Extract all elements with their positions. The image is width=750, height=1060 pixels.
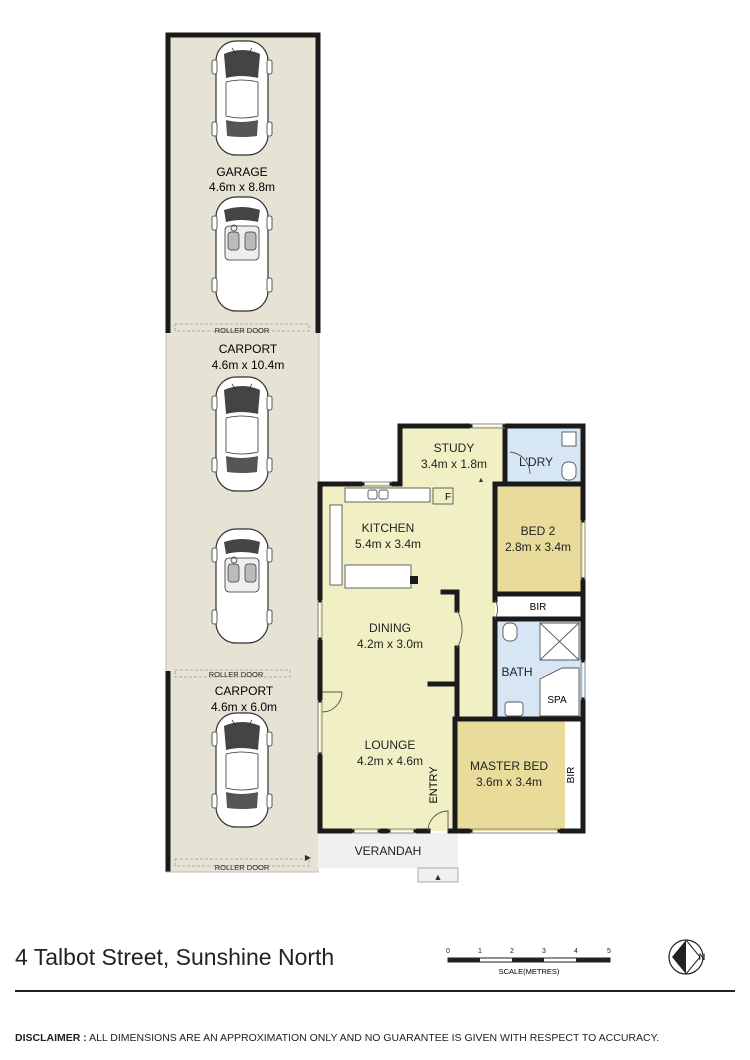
convertible-car-icon	[211, 196, 273, 312]
bath-name: BATH	[501, 665, 532, 679]
master-bir	[565, 719, 583, 831]
carport-1-name: CARPORT	[219, 342, 278, 356]
bed-2-bir	[495, 594, 583, 619]
roller-door-label-2: ROLLER DOOR	[209, 670, 264, 679]
kitchen-dims: 5.4m x 3.4m	[355, 537, 421, 551]
entry-label: ENTRY	[428, 766, 440, 804]
car-icon	[211, 376, 273, 492]
svg-text:▲: ▲	[434, 872, 443, 882]
lounge-name: LOUNGE	[365, 738, 416, 752]
master-bed-area	[455, 719, 565, 831]
garage-dims: 4.6m x 8.8m	[209, 180, 275, 194]
scale-tick-3: 3	[542, 948, 546, 955]
disclaimer-text: ALL DIMENSIONS ARE AN APPROXIMATION ONLY…	[86, 1032, 660, 1044]
study-name: STUDY	[434, 441, 475, 455]
verandah-name: VERANDAH	[355, 844, 422, 858]
scale-tick-2: 2	[510, 948, 514, 955]
bed-2-bir-label: BIR	[530, 602, 547, 613]
master-bed-dims: 3.6m x 3.4m	[476, 775, 542, 789]
scale-tick-0: 0	[446, 948, 450, 955]
roller-door-label-3: ROLLER DOOR	[215, 863, 270, 872]
study-dims: 3.4m x 1.8m	[421, 457, 487, 471]
scale-tick-4: 4	[574, 948, 578, 955]
master-bir-label: BIR	[566, 767, 577, 784]
dining-name: DINING	[369, 621, 411, 635]
kitchen-name: KITCHEN	[362, 521, 415, 535]
disclaimer-label: DISCLAIMER :	[15, 1032, 87, 1044]
dining-dims: 4.2m x 3.0m	[357, 637, 423, 651]
carport-2-dims: 4.6m x 6.0m	[211, 700, 277, 714]
property-address: 4 Talbot Street, Sunshine North	[15, 944, 335, 970]
scale-caption: SCALE(METRES)	[499, 967, 560, 976]
car-icon	[211, 712, 273, 828]
divider	[15, 990, 735, 992]
carport-2-name: CARPORT	[215, 684, 274, 698]
scale-tick-5: 5	[607, 948, 611, 955]
lounge-dims: 4.2m x 4.6m	[357, 754, 423, 768]
laundry-name: L'DRY	[519, 455, 553, 469]
bed-2-area	[495, 484, 583, 594]
spa-name: SPA	[547, 695, 567, 706]
convertible-car-icon	[211, 528, 273, 644]
fridge-label: F	[445, 492, 451, 503]
garage-name: GARAGE	[216, 165, 267, 179]
north-arrow-icon: N	[668, 939, 706, 975]
disclaimer: DISCLAIMER : ALL DIMENSIONS ARE AN APPRO…	[15, 1032, 659, 1044]
bed-2-name: BED 2	[521, 524, 556, 538]
bed-2-dims: 2.8m x 3.4m	[505, 540, 571, 554]
verandah-area	[318, 833, 458, 868]
scale-bar: 0 1 2 3 4 5 SCALE(METRES)	[446, 948, 611, 976]
carport-1-dims: 4.6m x 10.4m	[212, 358, 285, 372]
north-label: N	[699, 952, 706, 962]
svg-text:▲: ▲	[478, 477, 485, 484]
roller-door-label-1: ROLLER DOOR	[215, 326, 270, 335]
study-area	[400, 426, 505, 484]
master-bed-name: MASTER BED	[470, 759, 548, 773]
svg-text:▶: ▶	[305, 853, 312, 862]
car-icon	[211, 40, 273, 156]
scale-tick-1: 1	[478, 948, 482, 955]
